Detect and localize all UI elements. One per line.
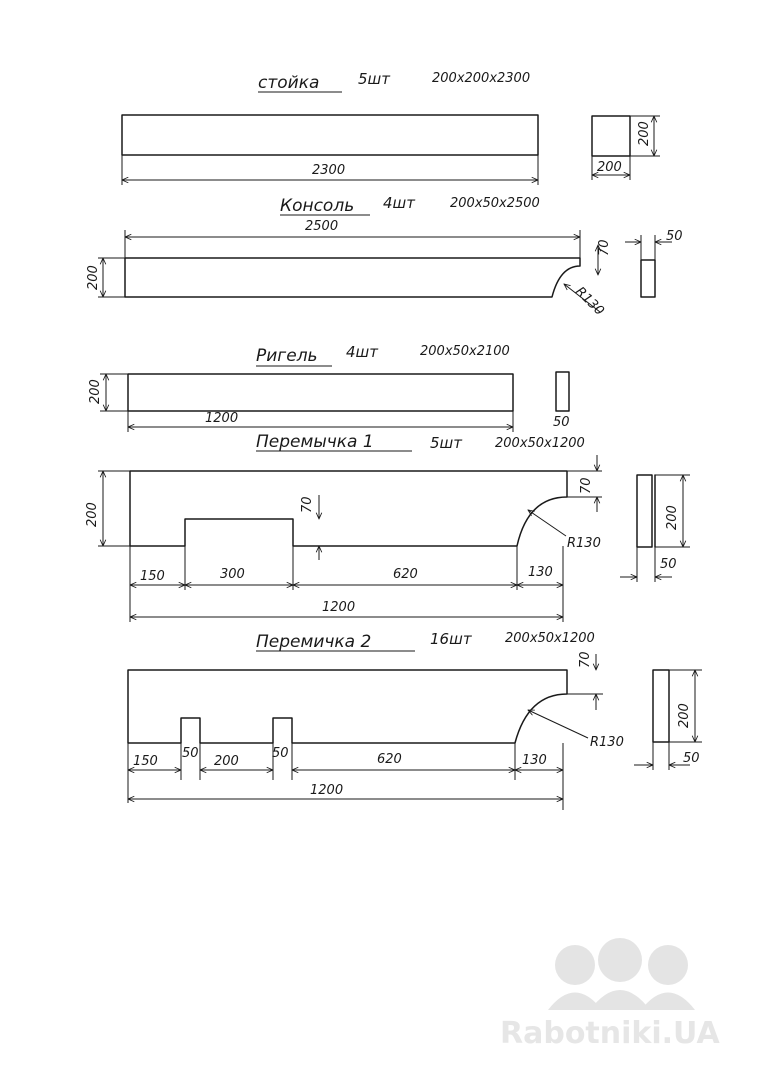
part-rigel: Ригель 4шт 200x50x2100 200 1200 50 — [88, 343, 570, 432]
per2-dim-5: 620 — [377, 752, 402, 767]
konsol-height: 200 — [86, 265, 101, 290]
per2-section-h: 200 — [677, 703, 692, 728]
per2-dim-1: 150 — [133, 754, 158, 769]
workers-helmet-icon — [548, 938, 695, 1010]
per2-notch: 70 — [578, 651, 593, 668]
per2-section-w: 50 — [683, 751, 700, 766]
per2-qty: 16шт — [430, 630, 473, 648]
rigel-title: Ригель — [256, 346, 318, 366]
per1-dim-1: 150 — [140, 569, 165, 584]
per2-size: 200x50x1200 — [505, 631, 595, 646]
per2-dim-2: 50 — [182, 746, 199, 761]
konsol-title: Консоль — [280, 196, 354, 216]
per1-title: Перемычка 1 — [256, 432, 374, 452]
konsol-notch: 70 — [597, 239, 612, 256]
per1-dim-2: 300 — [220, 567, 245, 582]
rigel-beam — [127, 373, 514, 412]
per1-total: 1200 — [322, 600, 355, 615]
per1-size: 200x50x1200 — [495, 436, 585, 451]
per1-notch: 70 — [579, 477, 594, 494]
part-stoika: стойка 5шт 200x200x2300 2300 200 200 — [121, 70, 660, 185]
konsol-thickness: 50 — [666, 229, 683, 244]
rigel-thickness: 50 — [553, 415, 570, 430]
stoika-section-w: 200 — [597, 160, 622, 175]
per1-height: 200 — [85, 502, 100, 527]
konsol-beam — [124, 257, 581, 298]
per1-section-w: 50 — [660, 557, 677, 572]
stoika-section — [591, 115, 631, 157]
konsol-section — [640, 259, 656, 298]
per2-dim-3: 200 — [214, 754, 239, 769]
stoika-length: 2300 — [312, 163, 345, 178]
per1-qty: 5шт — [430, 434, 463, 452]
per1-dim-3: 620 — [393, 567, 418, 582]
konsol-size: 200x50x2500 — [450, 196, 540, 211]
part-konsol: Консоль 4шт 200x50x2500 2500 200 70 R130… — [86, 194, 683, 319]
per1-dim-4: 130 — [528, 565, 553, 580]
konsol-qty: 4шт — [383, 194, 416, 212]
watermark-text: Rabotniki.UA — [500, 1016, 720, 1051]
konsol-length: 2500 — [305, 219, 338, 234]
per2-section — [652, 669, 670, 743]
per1-section — [636, 474, 656, 548]
per1-cut: 70 — [300, 496, 315, 513]
stoika-qty: 5шт — [358, 70, 391, 88]
rigel-length: 1200 — [205, 411, 238, 426]
konsol-radius: R130 — [572, 284, 607, 319]
per1-section-h: 200 — [665, 505, 680, 530]
per2-radius: R130 — [590, 735, 624, 750]
rigel-height: 200 — [88, 379, 103, 404]
per2-dim-6: 130 — [522, 753, 547, 768]
rigel-size: 200x50x2100 — [420, 344, 510, 359]
per2-title: Перемичка 2 — [256, 632, 371, 652]
per2-dim-4: 50 — [272, 746, 289, 761]
part-peremychka-2: Перемичка 2 16шт 200x50x1200 70 R130 150… — [127, 630, 702, 810]
stoika-size: 200x200x2300 — [432, 71, 530, 86]
rigel-qty: 4шт — [346, 343, 379, 361]
per1-radius: R130 — [567, 536, 601, 551]
stoika-beam — [121, 114, 539, 156]
per2-beam — [127, 669, 568, 744]
watermark: Rabotniki.UA — [500, 938, 720, 1051]
per2-total: 1200 — [310, 783, 343, 798]
part-peremychka-1: Перемычка 1 5шт 200x50x1200 200 70 70 R1… — [85, 432, 690, 622]
per1-beam — [129, 470, 568, 547]
stoika-section-h: 200 — [637, 121, 652, 146]
stoika-title: стойка — [258, 73, 319, 93]
rigel-section — [555, 371, 570, 412]
